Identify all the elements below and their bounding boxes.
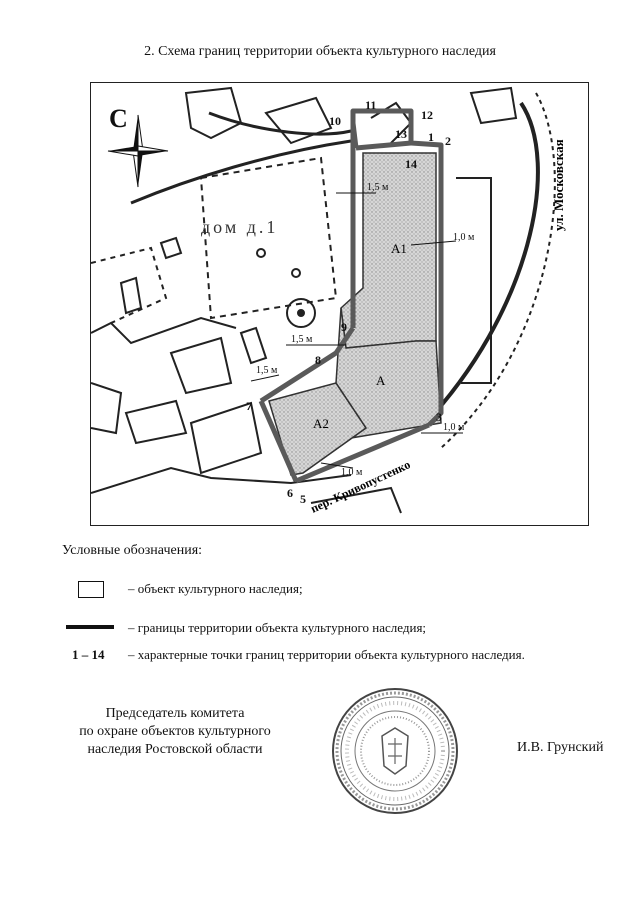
dim-label: 1,0 м [341, 467, 363, 478]
dim-label: 1,0 м [453, 232, 475, 243]
signatory-name: И.В. Грунский [517, 740, 604, 755]
dim-label: 1,5 м [367, 182, 389, 193]
zone-a1-label: А1 [391, 241, 407, 256]
page-title: 2. Схема границ территории объекта культ… [144, 44, 496, 59]
point-label: 6 [287, 486, 293, 500]
lane-label: пер. Кривопустенко [308, 457, 412, 515]
house-label: дом д.1 [201, 217, 278, 237]
point-label: 14 [405, 157, 417, 171]
legend-boundary-symbol [66, 625, 114, 629]
dim-label: 1,5 м [256, 365, 278, 376]
point-label: 5 [300, 492, 306, 506]
legend-object-text: – объект культурного наследия; [128, 581, 303, 596]
signatory-title: Председатель комитета по охране объектов… [60, 705, 290, 759]
point-label: 7 [246, 399, 252, 413]
legend-heading: Условные обозначения: [62, 543, 203, 558]
legend-points-text: – характерные точки границ территории об… [128, 647, 525, 662]
dimension-lines [250, 192, 463, 469]
zone-a-label: А [376, 373, 386, 388]
legend-object-symbol [78, 581, 104, 598]
point-label: 11 [365, 98, 376, 112]
zone-a2-label: А2 [313, 416, 329, 431]
legend-points-range: 1 – 14 [72, 647, 105, 662]
official-seal-icon [332, 688, 458, 814]
point-label: 3 [436, 410, 442, 424]
point-label: 13 [395, 127, 407, 141]
territory-map: дом д.1 [90, 82, 589, 526]
dim-label: 1,0 м [443, 422, 465, 433]
compass-icon [107, 114, 169, 188]
point-label: 2 [445, 134, 451, 148]
point-label: 9 [341, 320, 347, 334]
map-drawing: дом д.1 [91, 86, 566, 516]
signatory-line: по охране объектов культурного [79, 724, 271, 739]
street-label: ул. Московская [551, 139, 566, 231]
compass-north-label: С [109, 104, 128, 133]
legend-boundary-text: – границы территории объекта культурного… [128, 620, 427, 635]
signatory-line: Председатель комитета [105, 706, 245, 721]
point-label: 10 [329, 114, 341, 128]
dim-label: 1,5 м [291, 334, 313, 345]
point-label: 12 [421, 108, 433, 122]
territory-boundary [258, 108, 444, 484]
signatory-line: наследия Ростовской области [87, 742, 263, 757]
point-label: 1 [428, 130, 434, 144]
point-label: 8 [315, 353, 321, 367]
